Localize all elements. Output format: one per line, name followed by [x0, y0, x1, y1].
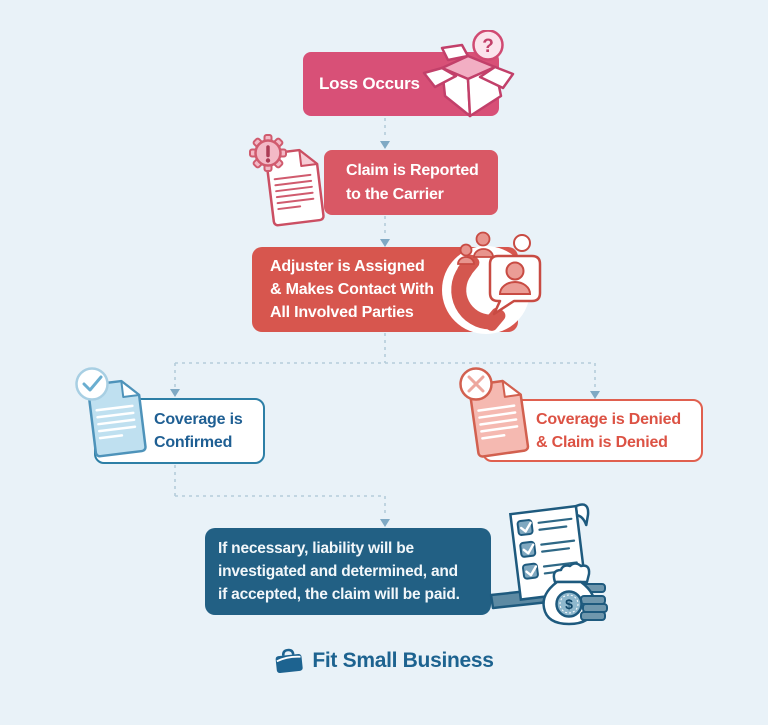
step-label: Loss Occurs: [319, 74, 420, 93]
step-label: if accepted, the claim will be paid.: [218, 586, 460, 603]
briefcase-icon: [275, 648, 304, 674]
step-label: All Involved Parties: [270, 304, 414, 321]
step-label: Adjuster is Assigned: [270, 258, 425, 275]
document-check-icon: [75, 367, 147, 458]
checklist-money-bag-icon: $: [489, 503, 608, 626]
step-label: If necessary, liability will be: [218, 540, 414, 557]
flow-step-claim-paid: If necessary, liability will be investig…: [205, 528, 491, 615]
step-label: Claim is Reported: [346, 161, 479, 179]
document-x-icon: [459, 367, 530, 458]
svg-text:?: ?: [482, 36, 494, 57]
step-label: & Claim is Denied: [536, 433, 668, 451]
step-label: investigated and determined, and: [218, 563, 458, 580]
step-label: Coverage is Denied: [536, 410, 681, 428]
footer-brand: Fit Small Business: [0, 648, 768, 674]
step-label: & Makes Contact With: [270, 281, 434, 298]
document-alert-gear-icon: [249, 134, 325, 227]
phone-people-chat-icon: [442, 231, 542, 334]
step-label: Coverage is: [154, 411, 243, 428]
flow-step-claim-reported: Claim is Reported to the Carrier: [324, 150, 498, 215]
step-label: Confirmed: [154, 434, 233, 451]
open-box-question-icon: ?: [422, 30, 515, 118]
brand-name: Fit Small Business: [312, 649, 494, 672]
step-label: to the Carrier: [346, 185, 444, 203]
svg-text:$: $: [565, 596, 573, 612]
